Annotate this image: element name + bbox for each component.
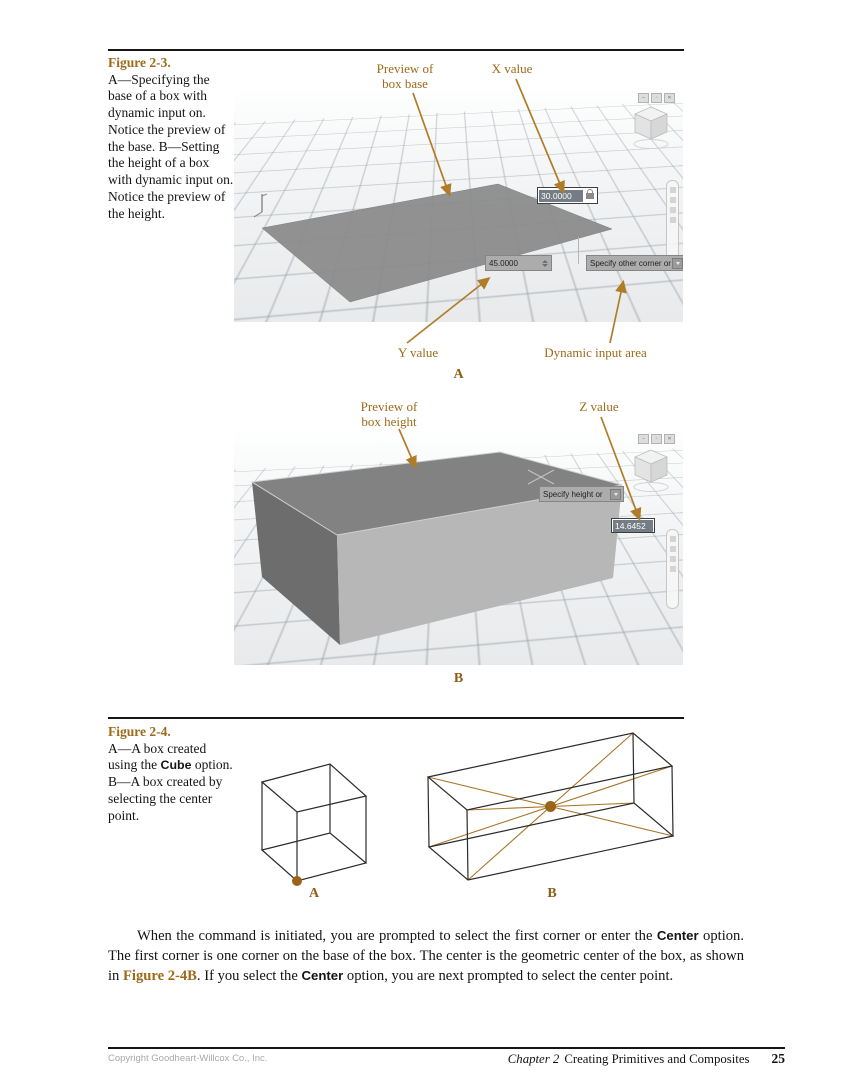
- close-icon: ✕: [664, 93, 675, 103]
- nav-tool-icon: [670, 197, 676, 203]
- top-rule: [108, 49, 684, 51]
- down-arrow-key-icon: [610, 489, 621, 500]
- callout-line: Preview of: [345, 61, 465, 76]
- callout-line: box height: [329, 414, 449, 429]
- cube-option-bold: Cube: [161, 758, 192, 772]
- callout-line: Preview of: [329, 399, 449, 414]
- close-icon: ✕: [664, 434, 675, 444]
- nav-tool-icon: [670, 187, 676, 193]
- box-height-preview-shape: [234, 429, 683, 665]
- chapter-title: Creating Primitives and Composites: [564, 1052, 749, 1067]
- wireframe-cube-a: [262, 764, 366, 881]
- nav-tool-icon: [670, 566, 676, 572]
- minimize-icon: –: [638, 93, 649, 103]
- x-value-text: 30.0000: [539, 190, 583, 202]
- page-number: 25: [772, 1051, 786, 1067]
- figure-2-4-drawing: [240, 723, 680, 913]
- figure-2-3a-letter: A: [234, 367, 683, 383]
- box-base-preview-shape: [234, 88, 683, 322]
- figure-2-4a-letter: A: [264, 886, 364, 902]
- figure-2-4b-reference: Figure 2-4B: [123, 968, 197, 984]
- chapter-number: Chapter 2: [508, 1052, 560, 1067]
- lock-icon: [586, 193, 594, 199]
- y-value-text: 45.0000: [489, 259, 518, 268]
- autocad-viewport-b: – ▫ ✕ Specify height or 14.6452: [234, 429, 683, 665]
- figure-2-3b-letter: B: [234, 671, 683, 687]
- callout-line: box base: [345, 76, 465, 91]
- prompt-text: Specify height or: [543, 490, 603, 499]
- figure-2-3-title: Figure 2-3.: [108, 55, 236, 72]
- prompt-text: Specify other corner or: [590, 259, 671, 268]
- figure-2-3-caption-text: A—Specifying the base of a box with dyna…: [108, 72, 233, 221]
- z-value-input: 14.6452: [611, 518, 655, 533]
- minimize-icon: –: [638, 434, 649, 444]
- figure-2-4-caption: Figure 2-4. A—A box created using the Cu…: [108, 724, 238, 824]
- callout-y-value: Y value: [368, 345, 468, 360]
- nav-tool-icon: [670, 546, 676, 552]
- viewport-window-controls: – ▫ ✕: [638, 93, 675, 103]
- center-option-bold: Center: [657, 928, 699, 943]
- y-value-tooltip: 45.0000: [485, 255, 552, 271]
- copyright-text: Copyright Goodheart-Willcox Co., Inc.: [108, 1053, 267, 1064]
- restore-icon: ▫: [651, 93, 662, 103]
- view-cube-icon: [630, 104, 674, 152]
- x-value-input: 30.0000: [537, 187, 598, 204]
- callout-preview-box-base: Preview of box base: [345, 61, 465, 92]
- restore-icon: ▫: [651, 434, 662, 444]
- first-corner-point: [292, 876, 302, 886]
- nav-tool-icon: [670, 207, 676, 213]
- center-option-bold: Center: [301, 968, 343, 983]
- nav-tool-icon: [670, 217, 676, 223]
- spinner-icon: [542, 260, 548, 267]
- down-arrow-key-icon: [672, 258, 683, 269]
- figure-2-4b-letter: B: [502, 886, 602, 902]
- callout-x-value: X value: [462, 61, 562, 76]
- z-value-text: 14.6452: [613, 520, 653, 532]
- nav-tool-icon: [670, 536, 676, 542]
- paragraph-text: . If you select the: [197, 968, 302, 984]
- paragraph-text: option, you are next prompted to select …: [343, 968, 673, 984]
- body-paragraph: When the command is initiated, you are p…: [108, 926, 744, 986]
- prompt-tooltip-b: Specify height or: [539, 486, 624, 502]
- navigation-bar: [666, 180, 679, 260]
- wireframe-box-b: [428, 733, 673, 880]
- callout-z-value: Z value: [549, 399, 649, 414]
- center-diagonals: [428, 733, 673, 880]
- figure-2-4-title: Figure 2-4.: [108, 724, 238, 741]
- dynamic-input-connector: [578, 237, 579, 264]
- center-point: [545, 801, 556, 812]
- figure-2-3-caption: Figure 2-3. A—Specifying the base of a b…: [108, 55, 236, 222]
- prompt-tooltip-a: Specify other corner or: [586, 255, 683, 271]
- viewport-window-controls: – ▫ ✕: [638, 434, 675, 444]
- footer-chapter: Chapter 2 Creating Primitives and Compos…: [380, 1051, 785, 1067]
- view-cube-icon: [630, 447, 674, 495]
- ucs-icon: [250, 192, 290, 218]
- navigation-bar: [666, 529, 679, 609]
- callout-dynamic-input-area: Dynamic input area: [533, 345, 658, 360]
- nav-tool-icon: [670, 556, 676, 562]
- paragraph-text: When the command is initiated, you are p…: [137, 928, 657, 944]
- autocad-viewport-a: – ▫ ✕ 30.0000 45.0000 Specify other corn…: [234, 88, 683, 322]
- callout-preview-box-height: Preview of box height: [329, 399, 449, 430]
- figure-2-4-rule: [108, 717, 684, 719]
- footer-rule: [108, 1047, 785, 1049]
